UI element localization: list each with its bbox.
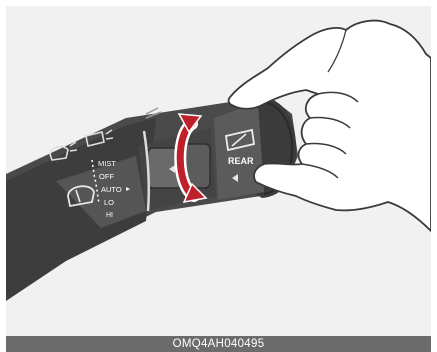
rear-label: REAR (228, 156, 254, 166)
wiper-stalk-illustration: MIST OFF AUTO LO HI REAR (6, 6, 431, 336)
mode-label-off: OFF (99, 172, 114, 181)
mode-label-hi: HI (106, 212, 113, 219)
mode-label-mist: MIST (98, 159, 116, 168)
mode-label-auto: AUTO (101, 185, 122, 194)
caption-bar: OMQ4AH040495 (6, 336, 431, 352)
wiper-stalk (6, 98, 298, 301)
mode-label-lo: LO (104, 198, 114, 207)
figure-code: OMQ4AH040495 (173, 338, 265, 350)
